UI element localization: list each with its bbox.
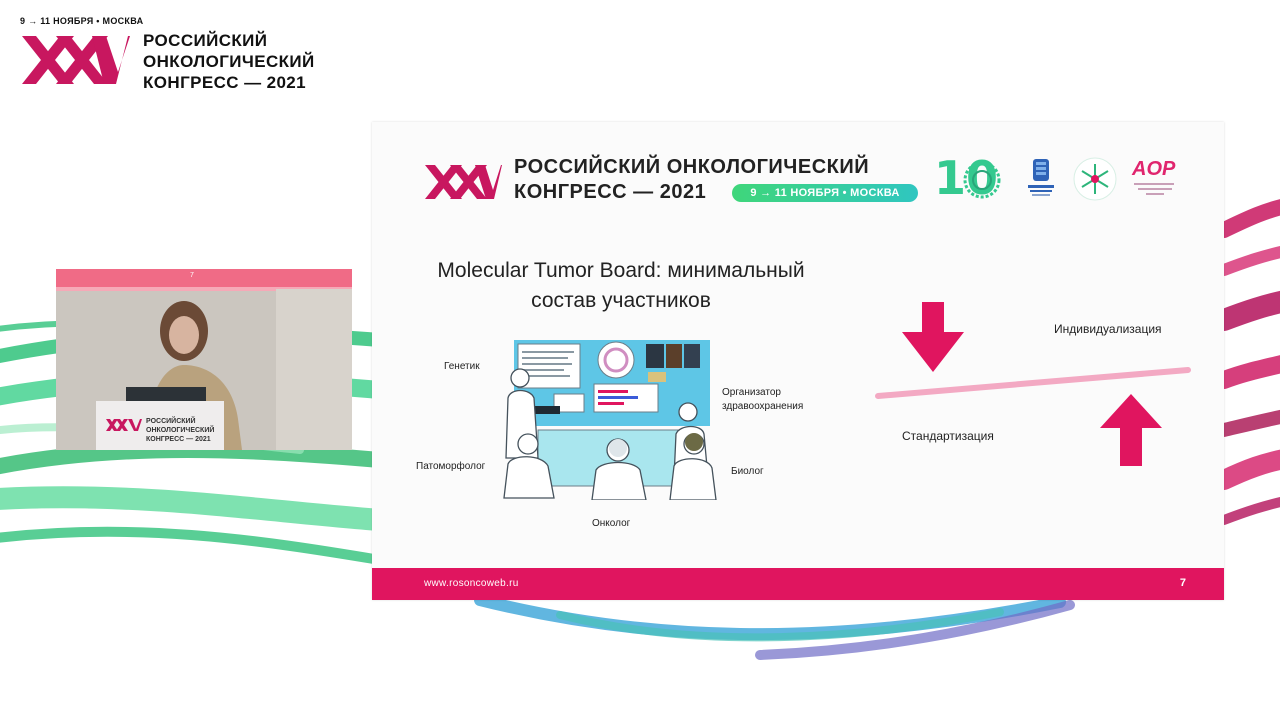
oncology-journal-logo xyxy=(1028,159,1054,196)
slide-footer: www.rosoncoweb.ru 7 xyxy=(372,568,1224,600)
slide-header-line-2: КОНГРЕСС — 2021 xyxy=(514,181,707,203)
slide-dates-pill: 9 → 11 НОЯБРЯ • МОСКВА xyxy=(732,184,918,202)
snowflake-society-logo xyxy=(1073,157,1117,201)
label-individualization: Индивидуализация xyxy=(1054,322,1162,336)
arrow-down-icon xyxy=(902,302,964,372)
speaker-video-scene: 7 РОССИЙСКИЙ ОНКОЛОГИЧЕСКИЙ КОНГРЕСС — 2… xyxy=(56,269,352,450)
rosoncoweb-10-years-logo: 10 xyxy=(934,154,1001,204)
speaker-video[interactable]: 7 РОССИЙСКИЙ ОНКОЛОГИЧЕСКИЙ КОНГРЕСС — 2… xyxy=(56,269,352,450)
slide-xxv-logo xyxy=(425,165,502,199)
slide-title: Molecular Tumor Board: минимальный соста… xyxy=(372,256,870,316)
slide-header-line-1: РОССИЙСКИЙ ОНКОЛОГИЧЕСКИЙ xyxy=(514,156,870,178)
header-title: РОССИЙСКИЙ ОНКОЛОГИЧЕСКИЙ КОНГРЕСС — 202… xyxy=(143,30,315,93)
xxv-logo xyxy=(22,36,130,84)
aor-logo-caption xyxy=(1134,183,1174,195)
presentation-slide[interactable]: РОССИЙСКИЙ ОНКОЛОГИЧЕСКИЙ КОНГРЕСС — 202… xyxy=(372,122,1224,600)
lectern-line-3: КОНГРЕСС — 2021 xyxy=(146,436,211,443)
aor-logo-text: AOP xyxy=(1132,158,1176,180)
label-standardization: Стандартизация xyxy=(902,429,994,443)
logo-10-ring xyxy=(963,161,1001,199)
role-genetic: Генетик xyxy=(444,361,480,372)
header-title-line-3: КОНГРЕСС — 2021 xyxy=(143,73,307,92)
header-title-line-2: ОНКОЛОГИЧЕСКИЙ xyxy=(143,52,315,71)
footer-url[interactable]: www.rosoncoweb.ru xyxy=(424,578,519,589)
header-dates: 9 → 11 НОЯБРЯ • МОСКВА xyxy=(20,16,144,26)
arrow-up-icon xyxy=(1100,394,1162,466)
role-oncologist: Онколог xyxy=(592,518,631,529)
role-pathomorph: Патоморфолог xyxy=(416,461,486,472)
video-banner-number: 7 xyxy=(190,272,194,279)
slide-page-number: 7 xyxy=(1179,577,1186,589)
lectern-line-1: РОССИЙСКИЙ xyxy=(146,416,196,425)
role-biologist: Биолог xyxy=(731,466,764,477)
role-organizer-line-2: здравоохранения xyxy=(722,401,804,412)
slide-header-title: РОССИЙСКИЙ ОНКОЛОГИЧЕСКИЙ КОНГРЕСС — 202… xyxy=(514,155,869,205)
lectern-line-2: ОНКОЛОГИЧЕСКИЙ xyxy=(146,425,214,434)
tumor-board-illustration xyxy=(503,340,717,500)
aor-logo: AOP xyxy=(1132,158,1182,202)
slide-title-line-2: состав участников xyxy=(531,289,711,312)
slide-title-line-1: Molecular Tumor Board: минимальный xyxy=(437,259,805,282)
role-organizer-line-1: Организатор xyxy=(722,387,781,398)
balance-line xyxy=(875,367,1191,399)
header-title-line-1: РОССИЙСКИЙ xyxy=(143,31,268,50)
